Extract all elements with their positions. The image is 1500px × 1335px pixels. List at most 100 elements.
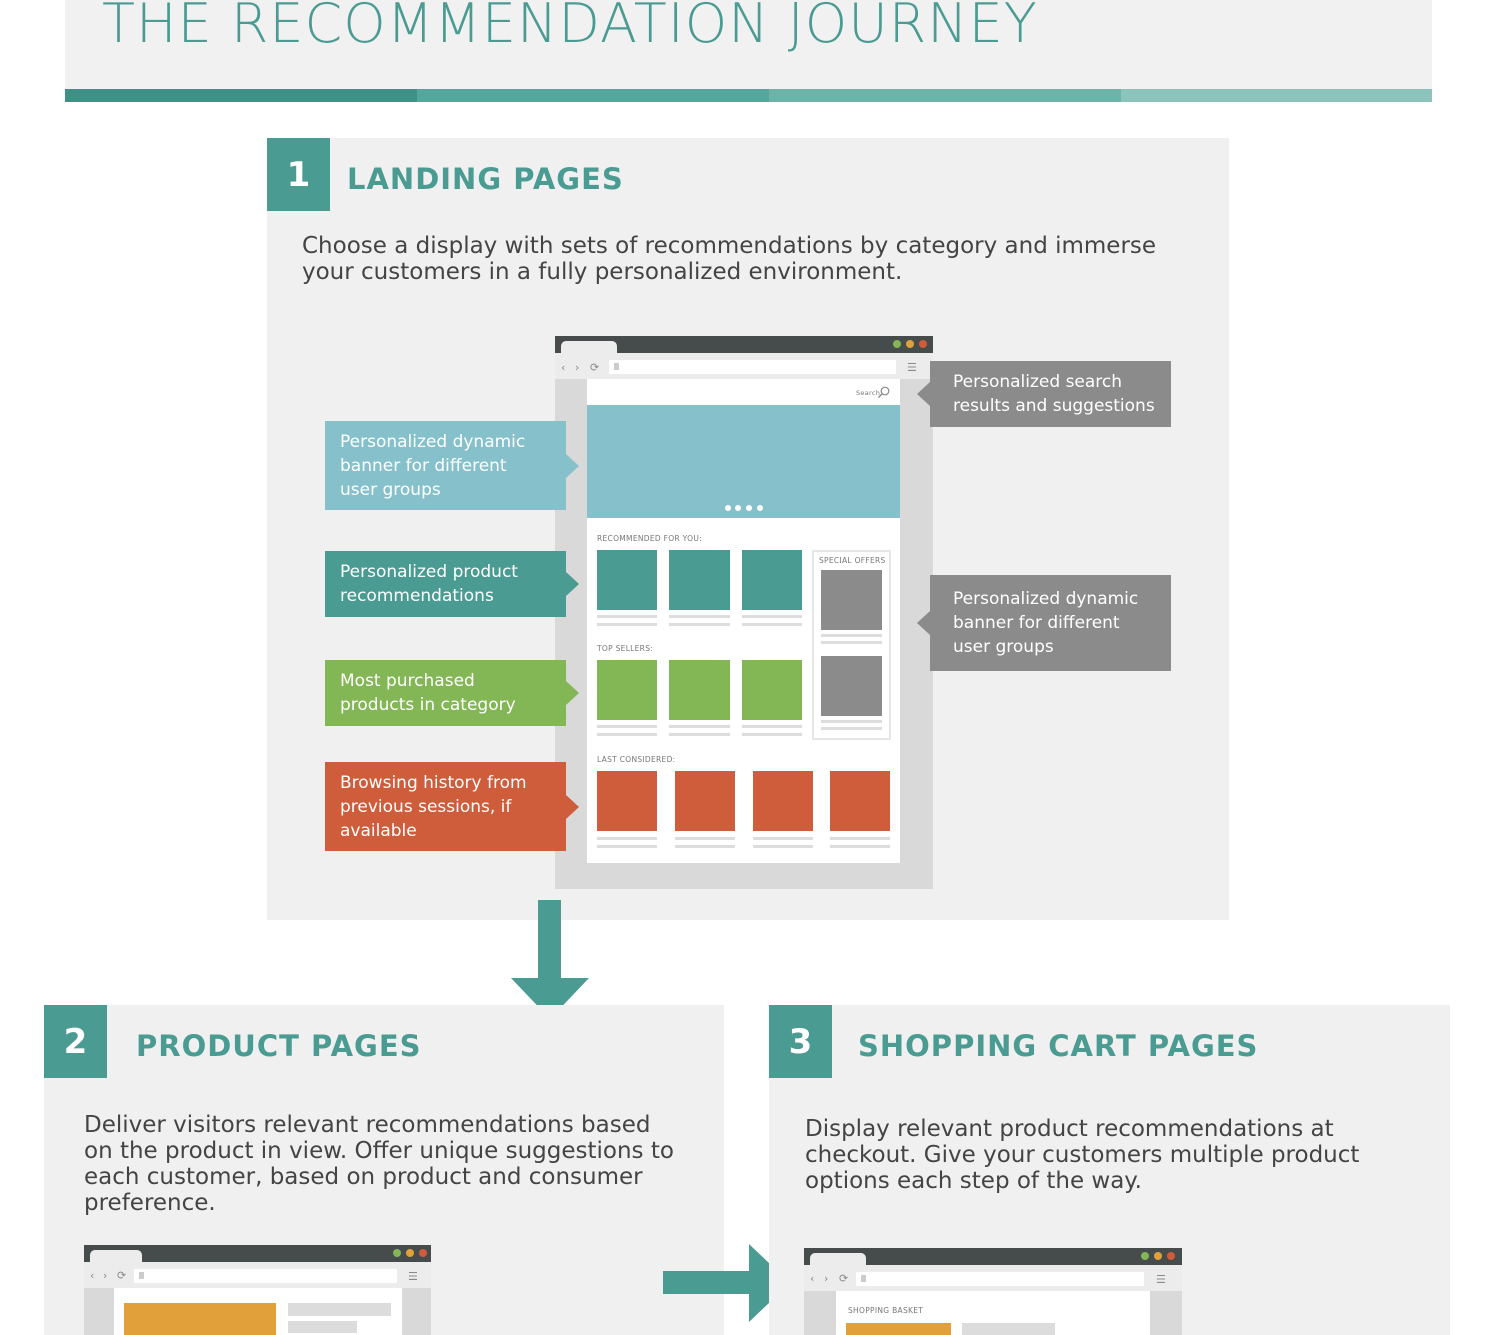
product-caption-line — [821, 634, 882, 637]
last-considered-product — [753, 771, 813, 831]
special-offers-label: SPECIAL OFFERS — [819, 556, 886, 565]
browser-dot-red — [1167, 1252, 1175, 1260]
shopping-basket-label: SHOPPING BASKET — [848, 1306, 924, 1315]
product-caption-line — [669, 733, 730, 736]
page-icon — [139, 1272, 144, 1279]
callout-text: Personalized dynamic banner for differen… — [953, 589, 1139, 657]
section-1-description: Choose a display with sets of recommenda… — [302, 233, 1157, 285]
callout-search-results: Personalized search results and suggesti… — [917, 361, 1171, 427]
recommended-product — [597, 550, 657, 610]
last-considered-product — [597, 771, 657, 831]
carousel-dot — [757, 505, 763, 511]
callout-most-purchased: Most purchased products in category — [325, 660, 579, 726]
callout-text: Browsing history from previous sessions,… — [340, 772, 527, 841]
reload-icon: ⟳ — [117, 1269, 127, 1282]
section-2-number: 2 — [44, 1005, 107, 1078]
last-considered-product — [675, 771, 735, 831]
product-caption-line — [753, 837, 813, 840]
product-caption-line — [669, 615, 730, 618]
chevron-left-icon: ‹ — [810, 1272, 815, 1285]
section-2-description: Deliver visitors relevant recommendation… — [84, 1112, 674, 1216]
browser-dot-yellow — [1154, 1252, 1162, 1260]
page-icon — [614, 363, 619, 370]
callout-text: Most purchased products in category — [340, 671, 516, 715]
callout-text: Personalized search results and suggesti… — [953, 372, 1155, 416]
chevron-right-icon: › — [824, 1272, 829, 1285]
product-caption-line — [597, 733, 657, 736]
product-caption-line — [821, 641, 882, 644]
header-strip-1 — [65, 89, 417, 102]
product-caption-line — [597, 623, 657, 626]
hamburger-menu-icon: ☰ — [408, 1270, 418, 1283]
product-caption-line — [821, 727, 882, 730]
carousel-dot — [746, 505, 752, 511]
top-seller-product — [742, 660, 802, 720]
recommended-product — [742, 550, 802, 610]
product-caption-line — [742, 733, 802, 736]
arrow-down-icon — [511, 900, 589, 1019]
callout-text: Personalized dynamic banner for differen… — [340, 431, 526, 500]
browser-dot-green — [1141, 1252, 1149, 1260]
section-3-description: Display relevant product recommendations… — [805, 1116, 1360, 1194]
callout-special-offers-banner: Personalized dynamic banner for differen… — [917, 575, 1171, 671]
callout-dynamic-banner: Personalized dynamic banner for differen… — [325, 421, 579, 510]
browser-url-bar — [134, 1269, 397, 1283]
product-caption-line — [675, 845, 735, 848]
carousel-dot — [725, 505, 731, 511]
recommended-product — [669, 550, 730, 610]
product-info-line — [288, 1303, 391, 1316]
callout-text: Personalized product recommendations — [340, 562, 518, 606]
header-band — [65, 0, 1432, 90]
search-icon — [878, 386, 890, 398]
special-offers-box — [812, 550, 891, 740]
top-seller-product — [597, 660, 657, 720]
section-1-number: 1 — [267, 138, 330, 211]
search-label: Search — [856, 389, 881, 397]
product-caption-line — [742, 623, 802, 626]
browser-title-bar — [555, 336, 933, 353]
section-3-number: 3 — [769, 1005, 832, 1078]
chevron-left-icon: ‹ — [90, 1269, 95, 1282]
browser-title-bar — [804, 1248, 1182, 1265]
last-considered-label: LAST CONSIDERED: — [597, 755, 676, 764]
section-1-title: LANDING PAGES — [347, 162, 624, 196]
browser-dot-red — [919, 340, 927, 348]
browser-dot-red — [419, 1249, 427, 1257]
chevron-left-icon: ‹ — [561, 361, 566, 374]
callout-browsing-history: Browsing history from previous sessions,… — [325, 762, 579, 851]
product-caption-line — [597, 837, 657, 840]
chevron-right-icon: › — [103, 1269, 108, 1282]
product-caption-line — [830, 845, 890, 848]
browser-tab — [810, 1253, 866, 1265]
product-caption-line — [742, 725, 802, 728]
page-icon — [861, 1275, 866, 1282]
top-sellers-label: TOP SELLERS: — [597, 644, 654, 653]
header-strip-2 — [417, 89, 769, 102]
section-2-title: PRODUCT PAGES — [136, 1029, 422, 1063]
product-image — [124, 1303, 276, 1335]
browser-url-bar — [856, 1272, 1144, 1286]
browser-dot-green — [393, 1249, 401, 1257]
product-caption-line — [597, 615, 657, 618]
browser-tab — [90, 1250, 142, 1262]
page-title: THE RECOMMENDATION JOURNEY — [102, 0, 1038, 55]
product-caption-line — [597, 725, 657, 728]
hero-banner — [587, 405, 900, 518]
browser-dot-yellow — [406, 1249, 414, 1257]
callout-product-recommendations: Personalized product recommendations — [325, 551, 579, 617]
browser-dot-green — [893, 340, 901, 348]
hamburger-menu-icon: ☰ — [907, 361, 917, 374]
browser-dot-yellow — [906, 340, 914, 348]
cart-item-image — [846, 1323, 951, 1335]
header-strip-3 — [769, 89, 1121, 102]
reload-icon: ⟳ — [839, 1272, 849, 1285]
top-seller-product — [669, 660, 730, 720]
product-info-line — [288, 1321, 357, 1333]
browser-title-bar — [84, 1245, 431, 1262]
hamburger-menu-icon: ☰ — [1156, 1273, 1166, 1286]
browser-url-bar — [609, 360, 896, 374]
carousel-dot — [735, 505, 741, 511]
product-caption-line — [675, 837, 735, 840]
product-caption-line — [669, 725, 730, 728]
product-caption-line — [830, 837, 890, 840]
